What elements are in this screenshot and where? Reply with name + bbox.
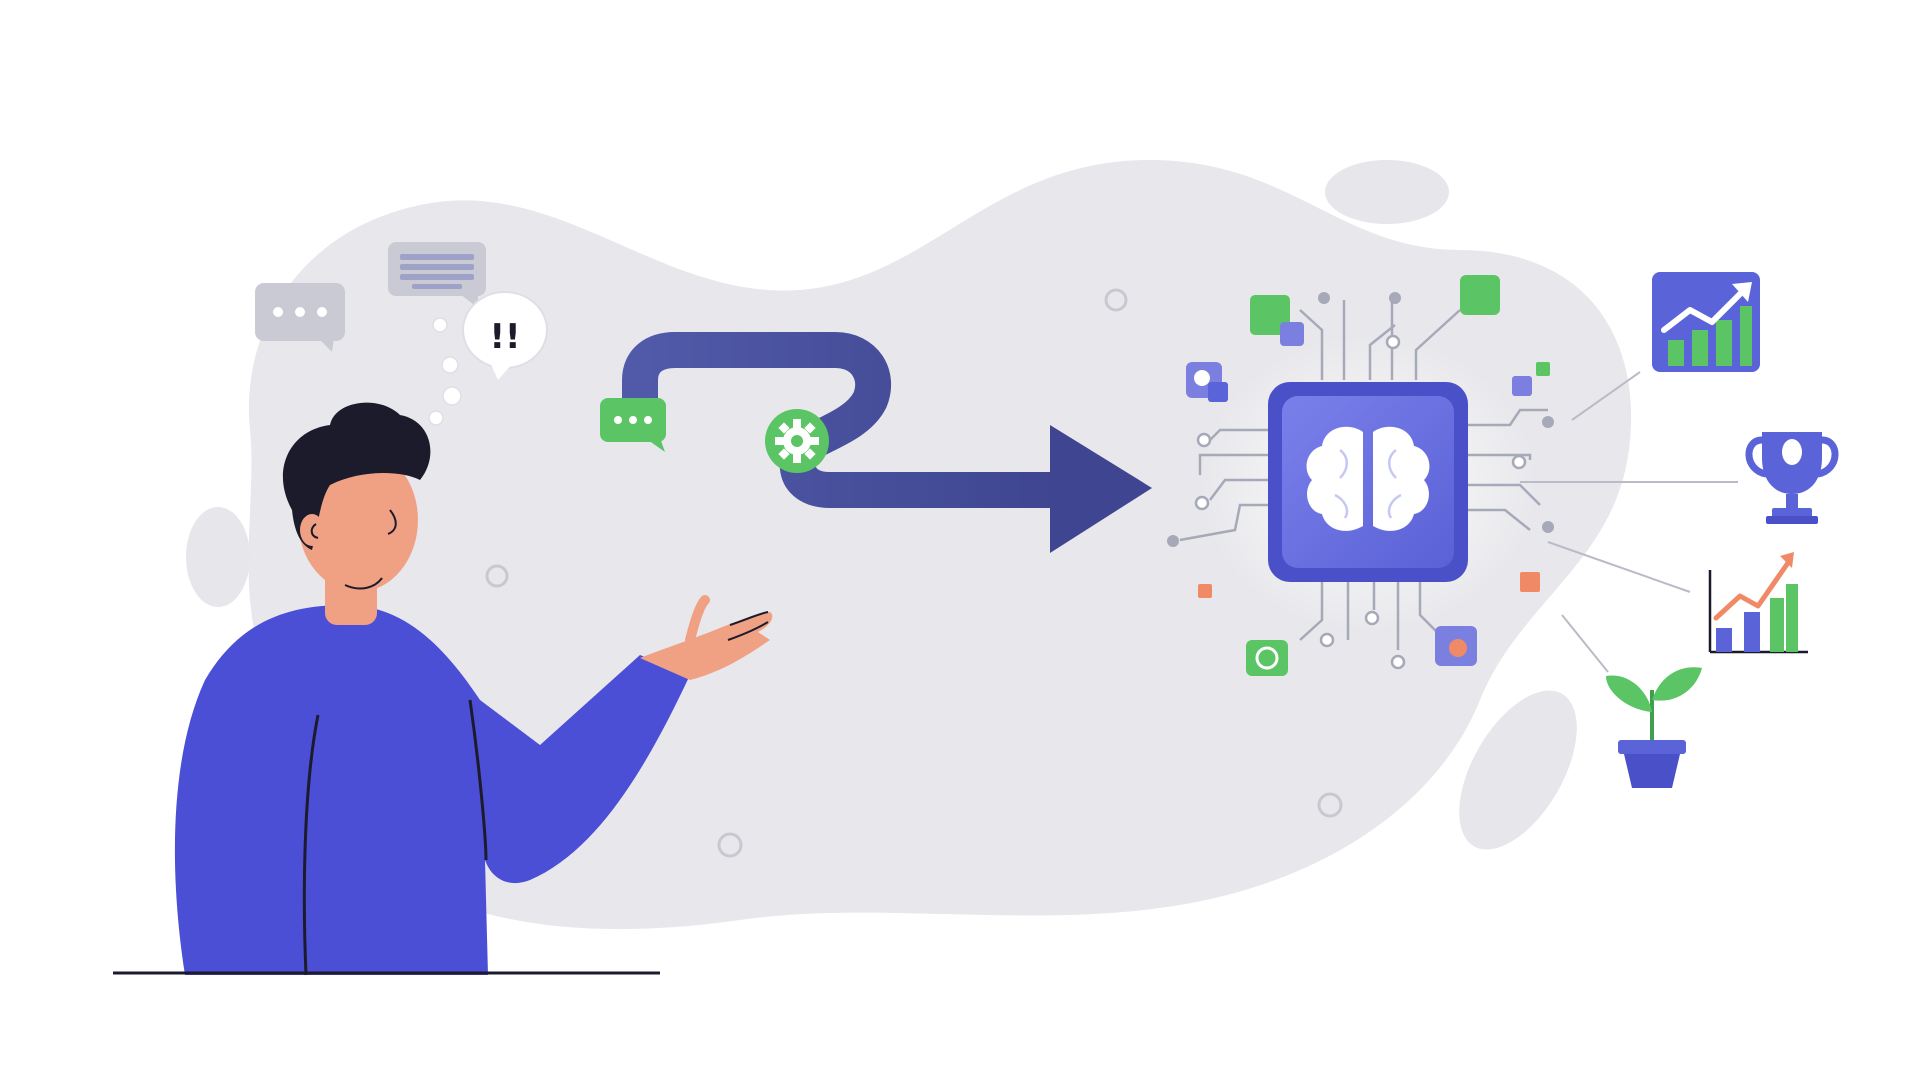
trophy-icon xyxy=(1745,432,1839,524)
plant-sprout-icon xyxy=(1606,667,1702,788)
person-figure xyxy=(113,402,773,976)
growth-chart-icon xyxy=(1652,272,1760,372)
outcome-connectors xyxy=(1520,371,1738,673)
thought-bubble-text: !! xyxy=(489,317,520,357)
keyboard-icon xyxy=(388,242,486,308)
gear-icon xyxy=(765,409,829,473)
chat-bubble-icon xyxy=(255,283,345,352)
thought-bubble-icon: !! xyxy=(428,291,548,426)
arrow-right-icon xyxy=(1050,425,1152,553)
brain-chip-icon xyxy=(1268,382,1468,582)
bar-chart-icon xyxy=(1708,552,1808,654)
speech-bubble-icon xyxy=(600,398,666,452)
